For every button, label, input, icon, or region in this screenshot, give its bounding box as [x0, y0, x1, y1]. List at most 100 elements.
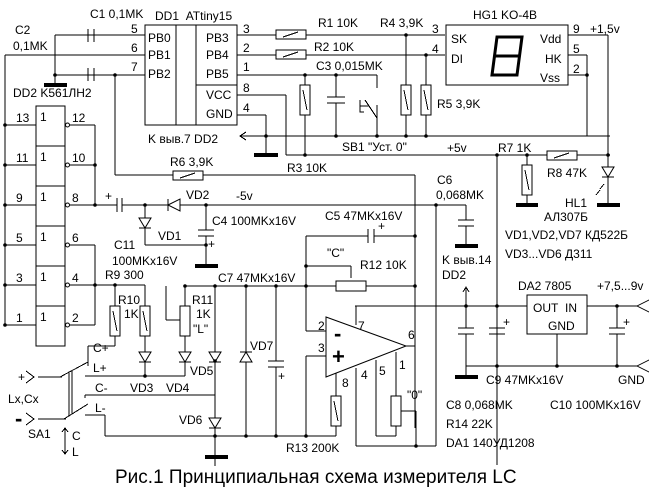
c11-value: 100MKx16V [112, 254, 177, 268]
dd1-microcontroller: DD1 ATtiny15 PB0 PB1 PB2 PB3 PB4 PB5 VCC… [131, 9, 250, 126]
dd2-input-pin: 13 [16, 111, 30, 125]
hg1-supply: +1,5v [590, 22, 620, 36]
junction [3, 203, 7, 207]
r7-label: R7 1K [498, 141, 531, 155]
dd2-output-pin: 2 [72, 311, 79, 325]
c6-value: 0,068MK [436, 188, 484, 202]
power-terminal-gnd[interactable] [635, 359, 650, 373]
dd2-gate-symbol: 1 [40, 230, 47, 244]
input-terminal-plus[interactable] [25, 370, 35, 384]
pin-num: 4 [432, 42, 439, 56]
c11-ref: C11 [114, 238, 135, 252]
led-indicator: +5v R7 1K R8 47K HL1 АЛ307Б VD1,VD2,VD7 … [447, 141, 628, 465]
c10-plus: + [623, 315, 630, 329]
hg1-pin-vss: Vss [540, 71, 560, 85]
dd2-label: DD2 K561ЛН2 [13, 86, 92, 100]
c8-label: C8 0,068MK [446, 398, 513, 412]
junction [3, 283, 7, 287]
power-supply: + OUT IN GND DA2 7805 +7,5...9v + C9 47M… [355, 279, 650, 450]
r1-label: R1 10K [318, 16, 358, 30]
dd1-pin-pb5: PB5 [206, 67, 229, 81]
dd1-pin-pb0: PB0 [148, 31, 171, 45]
inverter-bubble [65, 202, 70, 208]
r14-label: R14 22K [446, 417, 493, 431]
junction [3, 163, 7, 167]
dd2-pin14-note-1: K выв.14 [442, 253, 492, 267]
input-label: Lx,Cx [8, 392, 39, 406]
input-terminal-minus[interactable] [25, 412, 35, 426]
pin-num: 2 [318, 319, 325, 333]
r11-mark: "L" [193, 322, 208, 336]
neg5-label: -5v [236, 189, 253, 203]
dd2-gate-symbol: 1 [40, 310, 47, 324]
r12-label: R12 10K [360, 258, 407, 272]
switch-l-minus: L- [95, 401, 106, 415]
negative-supply: R6 3,9K + VD2 -5v VD1 C11 100MKx16V + C4… [105, 155, 436, 428]
dd2-output-pin: 12 [72, 111, 86, 125]
dd2-gate-symbol: 1 [40, 270, 47, 284]
vd2-label: VD2 [186, 188, 210, 202]
input-plus: + [18, 370, 25, 384]
c3-label: C3 0,015MK [316, 59, 383, 73]
dd1-pin-pb2: PB2 [148, 67, 171, 81]
inverter-bubble [65, 162, 70, 168]
gnd-label: GND [618, 373, 645, 387]
opamp-plus: + [332, 344, 345, 369]
dd2-input-pin: 5 [16, 231, 23, 245]
pin-num: 7 [358, 319, 365, 333]
c7-label: C7 47MKx16V [218, 271, 295, 285]
r12-mark: "C" [327, 246, 344, 260]
dd2-output-pin: 8 [72, 191, 79, 205]
vd7-label: VD7 [250, 339, 274, 353]
pin-num: 9 [573, 22, 580, 36]
r6-label: R6 3,9K [170, 155, 213, 169]
junction [3, 323, 7, 327]
r13-label: R13 200K [286, 441, 339, 455]
pin-num: 1 [399, 358, 406, 372]
dd2-pin7-note: K выв.7 DD2 [148, 132, 218, 146]
r11-ref: R11 [192, 293, 213, 307]
dd2-output-pin: 4 [72, 271, 79, 285]
c2-ref: C2 [15, 23, 31, 37]
dd2-output-pin: 10 [72, 151, 86, 165]
c6-ref: C6 [437, 173, 453, 187]
dd2-gate-symbol: 1 [40, 110, 47, 124]
inverter-bubble [65, 322, 70, 328]
pin-num: 6 [408, 328, 415, 342]
measurement-bridge: R9 300 R10 1K R11 1K "L" [87, 268, 295, 466]
r9-label: R9 300 [105, 268, 144, 282]
sa1-switch[interactable]: C+ L+ C- L- + - Lx,Cx SA1 C L [8, 341, 215, 459]
c11-plus: + [105, 189, 112, 203]
switch-l-plus: L+ [93, 361, 107, 375]
dd2-gate-symbol: 1 [40, 150, 47, 164]
inverter-bubble [65, 122, 70, 128]
vd5-label: VD5 [190, 364, 214, 378]
da2-label: DA2 7805 [518, 279, 572, 293]
dd2-input-pin: 3 [16, 271, 23, 285]
c9-label: C9 47MKx16V [486, 373, 563, 387]
dd1-right-wires: K выв.7 DD2 R1 10K R2 10K C3 0,015MK R4 … [148, 16, 610, 157]
seven-segment-digit-icon [490, 35, 524, 77]
junction [3, 123, 7, 127]
pin-num: 2 [573, 62, 580, 76]
power-terminal-plus[interactable] [635, 299, 650, 313]
diodes-note-2: VD3...VD6 Д311 [505, 247, 593, 261]
pin-num: 8 [342, 376, 349, 390]
pin-num: 5 [573, 42, 580, 56]
pin-num: 4 [361, 368, 368, 382]
hl1-ref: HL1 [565, 196, 587, 210]
opamp-minus: - [334, 321, 341, 346]
r11-value: 1K [196, 307, 211, 321]
pin-num: 3 [318, 341, 325, 355]
da2-gnd: GND [548, 319, 575, 333]
r4-label: R4 3,9K [380, 16, 423, 30]
switch-c-plus: C+ [93, 341, 109, 355]
hg1-pin-vdd: Vdd [540, 32, 561, 46]
pin-num: 5 [131, 22, 138, 36]
sb1-label: SB1 "Уст. 0" [342, 140, 407, 154]
junction [3, 243, 7, 247]
hl1-part: АЛ307Б [544, 210, 588, 224]
switch-c-minus: C- [95, 381, 108, 395]
r5-label: R5 3,9K [437, 97, 480, 111]
